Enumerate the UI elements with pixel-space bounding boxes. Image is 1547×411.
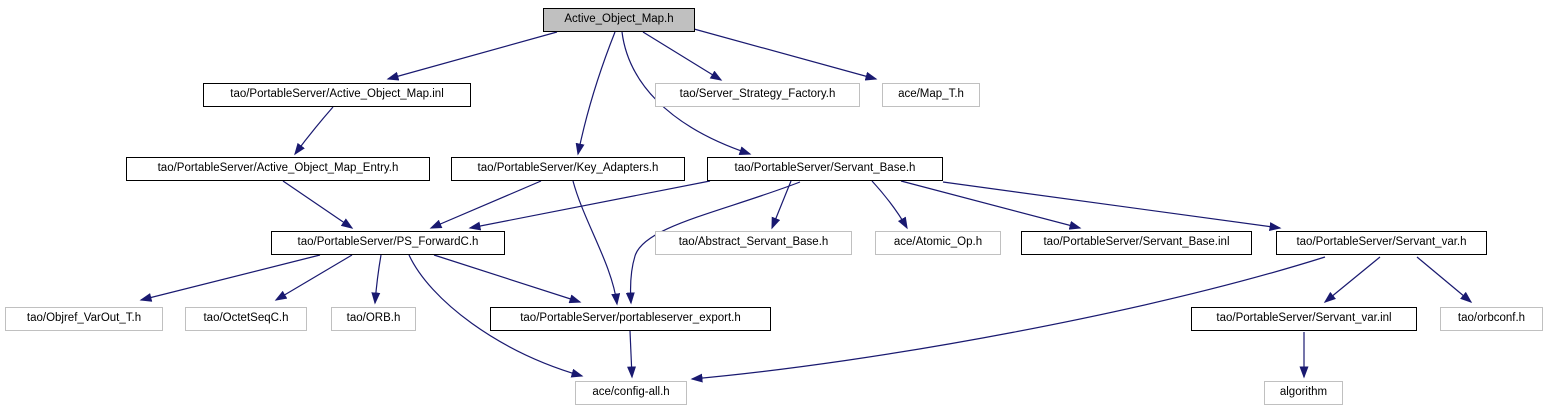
node-octetseqc_h: tao/OctetSeqC.h (185, 307, 307, 331)
node-orbconf_h: tao/orbconf.h (1440, 307, 1543, 331)
edge-ps_forwardc_h-to-octetseqc_h (274, 254, 353, 301)
node-servant_var_h[interactable]: tao/PortableServer/Servant_var.h (1276, 231, 1487, 255)
edge-key_adapters_h-to-ps_forwardc_h (429, 180, 542, 229)
edge-servant_var_h-to-servant_var_inl (1323, 256, 1381, 303)
edge-active_object_map_inl-to-active_object_map_entry_h (294, 106, 334, 156)
node-objref_varout_t_h: tao/Objref_VarOut_T.h (5, 307, 163, 331)
edge-key_adapters_h-to-portableserver_export_h (572, 180, 621, 306)
node-servant_base_inl[interactable]: tao/PortableServer/Servant_Base.inl (1021, 231, 1252, 255)
edge-servant_base_h-to-atomic_op_h (871, 180, 908, 230)
node-key_adapters_h[interactable]: tao/PortableServer/Key_Adapters.h (451, 157, 685, 181)
edge-ps_forwardc_h-to-objref_varout_t_h (139, 254, 321, 302)
node-atomic_op_h: ace/Atomic_Op.h (875, 231, 1001, 255)
node-active_object_map_h: Active_Object_Map.h (543, 8, 695, 32)
edge-servant_var_h-to-config_all_h (690, 256, 1326, 383)
edge-active_object_map_entry_h-to-ps_forwardc_h (282, 180, 354, 229)
edge-servant_base_h-to-ps_forwardc_h (468, 180, 711, 231)
edge-active_object_map_h-to-key_adapters_h (575, 31, 616, 156)
node-active_object_map_inl[interactable]: tao/PortableServer/Active_Object_Map.inl (203, 83, 471, 107)
edge-portableserver_export_h-to-config_all_h (627, 330, 637, 379)
node-algorithm: algorithm (1264, 381, 1343, 405)
node-server_strategy_factory_h: tao/Server_Strategy_Factory.h (655, 83, 860, 107)
edge-servant_var_h-to-orbconf_h (1416, 256, 1473, 303)
edge-ps_forwardc_h-to-config_all_h (408, 254, 584, 378)
node-portableserver_export_h[interactable]: tao/PortableServer/portableserver_export… (490, 307, 771, 331)
edge-active_object_map_h-to-server_strategy_factory_h (642, 31, 723, 81)
edge-servant_base_h-to-portableserver_export_h (625, 181, 801, 305)
node-map_t_h: ace/Map_T.h (882, 83, 980, 107)
edge-ps_forwardc_h-to-portableserver_export_h (433, 254, 582, 304)
edge-active_object_map_h-to-active_object_map_inl (386, 31, 558, 81)
node-orb_h: tao/ORB.h (331, 307, 416, 331)
node-servant_var_inl[interactable]: tao/PortableServer/Servant_var.inl (1191, 307, 1417, 331)
edge-active_object_map_h-to-map_t_h (693, 28, 878, 81)
node-abstract_servant_base_h: tao/Abstract_Servant_Base.h (655, 231, 852, 255)
node-ps_forwardc_h[interactable]: tao/PortableServer/PS_ForwardC.h (271, 231, 505, 255)
edge-servant_base_h-to-servant_var_h (942, 181, 1282, 232)
edge-ps_forwardc_h-to-orb_h (371, 254, 382, 305)
node-active_object_map_entry_h[interactable]: tao/PortableServer/Active_Object_Map_Ent… (126, 157, 430, 181)
node-config_all_h: ace/config-all.h (575, 381, 687, 405)
edge-servant_base_h-to-servant_base_inl (900, 180, 1082, 230)
edge-servant_base_h-to-abstract_servant_base_h (771, 180, 792, 230)
node-servant_base_h[interactable]: tao/PortableServer/Servant_Base.h (707, 157, 943, 181)
